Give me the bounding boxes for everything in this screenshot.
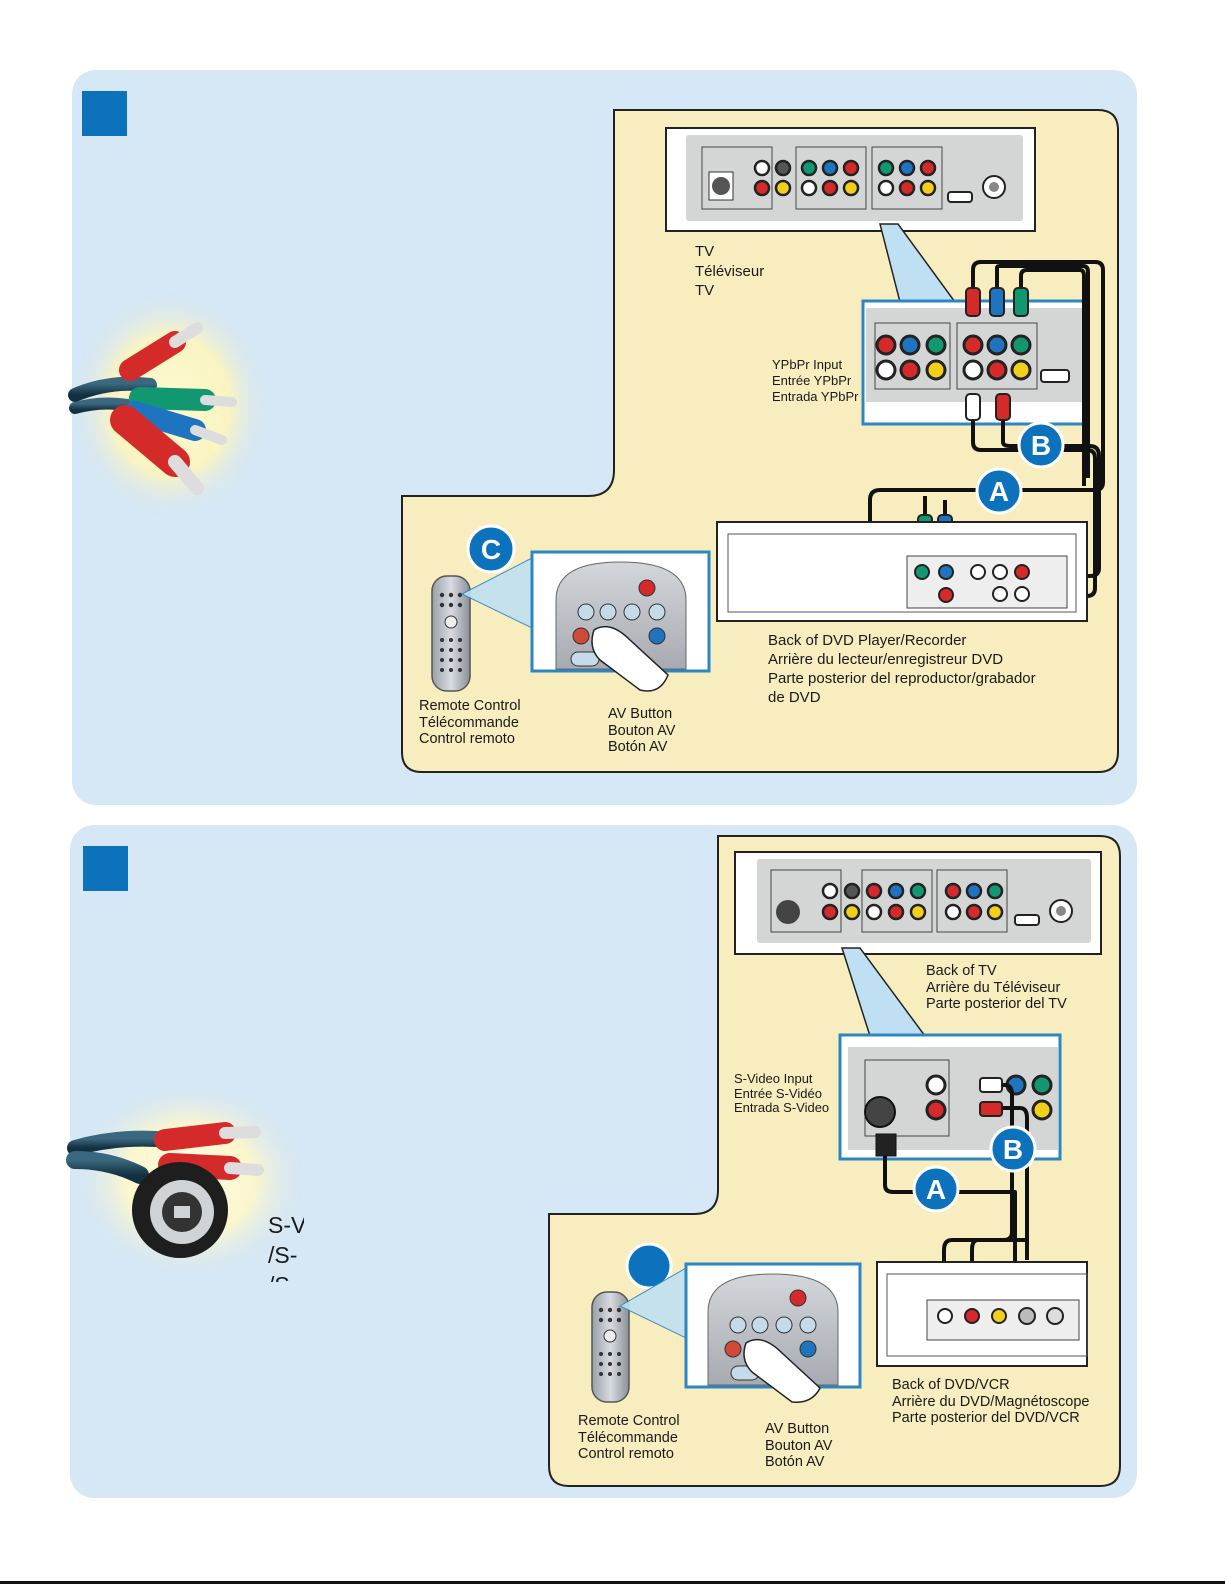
dvd-back-label: Back of DVD Player/Recorder Arrière du l… bbox=[768, 632, 1036, 706]
page-bottom-rule bbox=[0, 1581, 1225, 1584]
svg-text:B: B bbox=[1031, 430, 1051, 461]
badge-b-bottom: B bbox=[989, 1125, 1037, 1173]
svideo-cable-text: S-V /S- /S bbox=[268, 1210, 304, 1282]
svg-text:B: B bbox=[1003, 1134, 1023, 1165]
badge-a-top: A bbox=[975, 467, 1023, 515]
component-cables bbox=[868, 260, 1105, 598]
svg-text:C: C bbox=[481, 534, 501, 565]
badge-a-bottom: A bbox=[912, 1165, 960, 1213]
av-button-label: AV Button Bouton AV Botón AV bbox=[608, 706, 676, 755]
badge-b-top: B bbox=[1017, 421, 1065, 469]
ypbpr-input-label: YPbPr Input Entrée YPbPr Entrada YPbPr bbox=[772, 357, 859, 404]
av-button-label-2: AV Button Bouton AV Botón AV bbox=[765, 1421, 833, 1470]
svideo-text-line: /S- bbox=[268, 1242, 298, 1268]
component-cable-photo bbox=[68, 290, 270, 520]
tv-label: TV Téléviseur TV bbox=[695, 243, 765, 299]
step-number-box-1 bbox=[82, 91, 127, 136]
remote-control-bottom bbox=[591, 1291, 630, 1403]
svg-text:A: A bbox=[989, 476, 1009, 507]
svg-text:A: A bbox=[926, 1174, 946, 1205]
remote-control-label-2: Remote Control Télécommande Control remo… bbox=[578, 1413, 680, 1462]
svideo-input-label: S-Video Input Entrée S-Vidéo Entrada S-V… bbox=[734, 1071, 830, 1115]
back-of-tv-label: Back of TV Arrière du Téléviseur Parte p… bbox=[926, 963, 1067, 1012]
svideo-text-line: S-V bbox=[268, 1212, 304, 1238]
remote-control-top bbox=[431, 575, 471, 692]
dvd-vcr-back-label: Back of DVD/VCR Arrière du DVD/Magnétosc… bbox=[892, 1377, 1090, 1426]
svideo-cable-photo bbox=[66, 1080, 308, 1280]
svideo-text-line: /S bbox=[268, 1270, 304, 1282]
remote-zoom-top bbox=[530, 550, 711, 692]
badge-c-top: C bbox=[466, 524, 516, 574]
ypbpr-jacks bbox=[875, 334, 1032, 381]
remote-control-label: Remote Control Télécommande Control remo… bbox=[419, 698, 521, 747]
step-number-box-2 bbox=[83, 846, 128, 891]
badge-c-bottom bbox=[625, 1242, 673, 1290]
tv-top-jacks bbox=[753, 159, 937, 197]
remote-zoom-bottom bbox=[684, 1262, 862, 1403]
